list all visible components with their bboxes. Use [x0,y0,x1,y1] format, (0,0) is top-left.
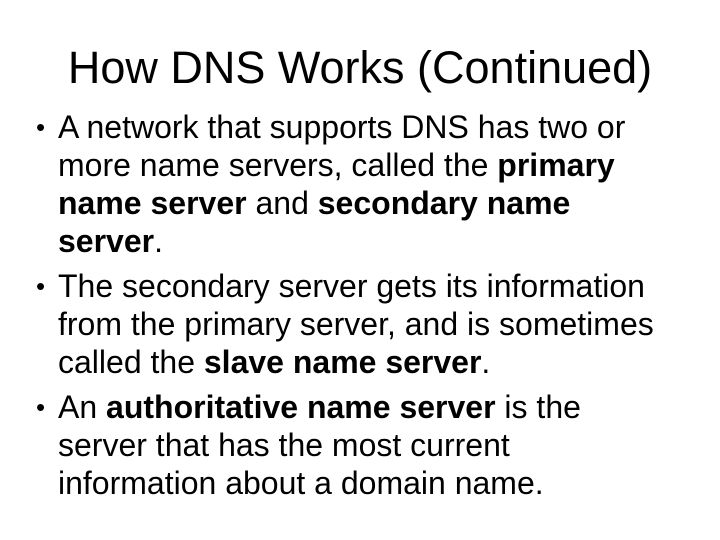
bullet-item: • An authoritative name server is the ser… [36,388,668,502]
bullet-marker-icon: • [36,111,46,142]
slide-title: How DNS Works (Continued) [67,42,653,93]
bullet-text: A network that supports DNS has two or m… [58,108,626,259]
bullet-item: • The secondary server gets its informati… [36,267,668,381]
bullet-list: • A network that supports DNS has two or … [0,108,720,502]
bullet-marker-icon: • [36,270,46,301]
bullet-text: The secondary server gets its informatio… [58,267,654,380]
bullet-item: • A network that supports DNS has two or … [36,108,668,260]
bullet-marker-icon: • [36,391,46,422]
bullet-text: An authoritative name server is the serv… [58,388,581,501]
